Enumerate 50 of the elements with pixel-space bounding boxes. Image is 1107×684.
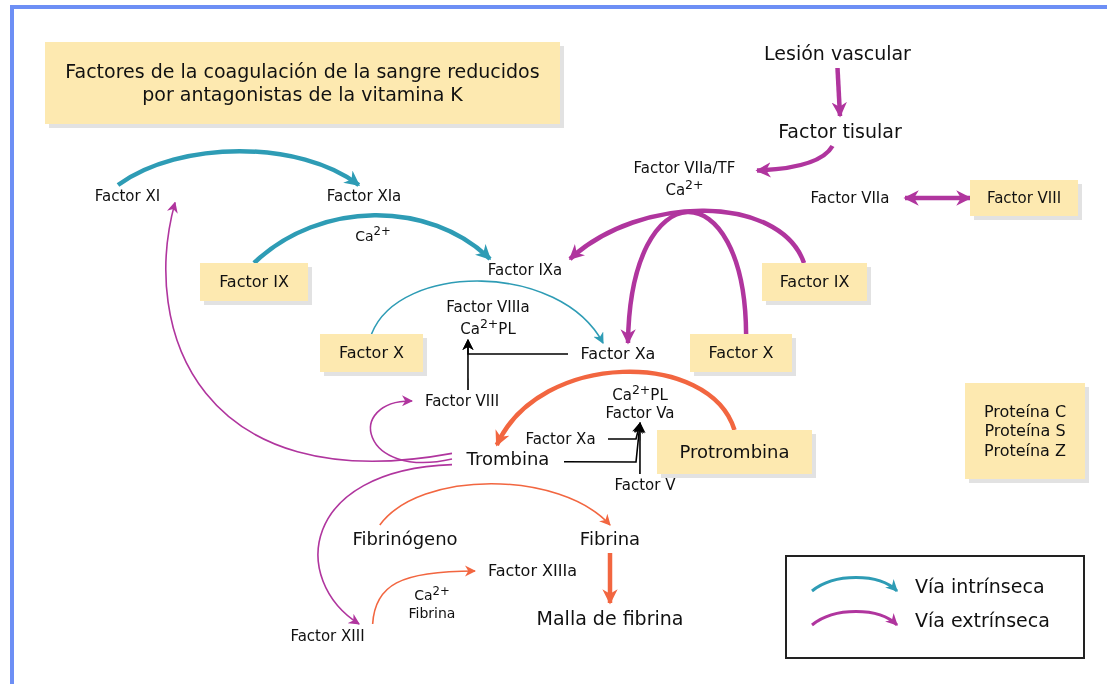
- node-label: Factor IXa: [475, 259, 575, 281]
- arrow: [903, 190, 972, 206]
- box-text: Proteína S: [984, 421, 1066, 441]
- node-label: Factor VIIa/TF: [633, 158, 736, 177]
- arrow: [317, 463, 453, 625]
- node-label: Ca$^{2+}$PL: [460, 316, 516, 338]
- arrow: [634, 421, 646, 475]
- legend-label: Vía extrínseca: [915, 609, 1050, 631]
- arrow: [602, 553, 618, 605]
- node-label: Lesión vascular: [750, 38, 925, 68]
- node-label: Malla de fibrina: [515, 603, 705, 633]
- node-label: Factor Va: [605, 404, 675, 422]
- box-text: Factor X: [708, 343, 774, 363]
- node-label: Factor Xa: [568, 343, 668, 365]
- node-label: Factor XI: [80, 185, 175, 207]
- arrow: [371, 565, 477, 625]
- box-text: Factores de la coagulación de la sangre reducidos por antagonistas de la vitamina K: [64, 60, 541, 106]
- arrow: [568, 208, 806, 265]
- box-text: Factor IX: [779, 272, 850, 292]
- arrow: [831, 67, 847, 118]
- box-text: Factor X: [339, 343, 404, 363]
- box-text: Protrombina: [679, 441, 790, 463]
- node-label: Fibrina: [570, 525, 650, 553]
- node-label: Factor XIa: [312, 185, 416, 207]
- node-label: Fibrinógeno: [335, 525, 475, 553]
- box-text: Factor VIII: [986, 189, 1062, 207]
- arrow: [252, 213, 492, 265]
- arrow: [462, 338, 474, 391]
- node-label: Factor XIIIa: [475, 559, 590, 583]
- arrow: [379, 482, 611, 526]
- arrow: [370, 280, 604, 344]
- arrow: [621, 210, 749, 345]
- box-text: Proteína Z: [984, 440, 1066, 460]
- arrow: [494, 369, 737, 447]
- arrow: [755, 144, 835, 178]
- arrow: [116, 149, 361, 187]
- legend-label: Vía intrínseca: [915, 575, 1045, 597]
- node-label: Factor VIIa: [795, 186, 905, 210]
- arrow: [165, 201, 453, 462]
- arrow: [563, 421, 645, 463]
- node-label: Ca$^{2+}$: [665, 176, 704, 199]
- node-label: Factor tisular: [765, 116, 915, 146]
- node-label: Factor XIII: [275, 624, 380, 648]
- node-label: Factor V: [600, 474, 690, 496]
- box-text: Factor IX: [219, 272, 289, 292]
- node-label: Factor VIIIa: [446, 298, 530, 316]
- node-label: Ca$^{2+}$PL: [612, 382, 668, 404]
- box-text: Proteína C: [983, 402, 1067, 422]
- node-label: Factor VIII: [412, 390, 512, 412]
- arrow: [369, 396, 453, 464]
